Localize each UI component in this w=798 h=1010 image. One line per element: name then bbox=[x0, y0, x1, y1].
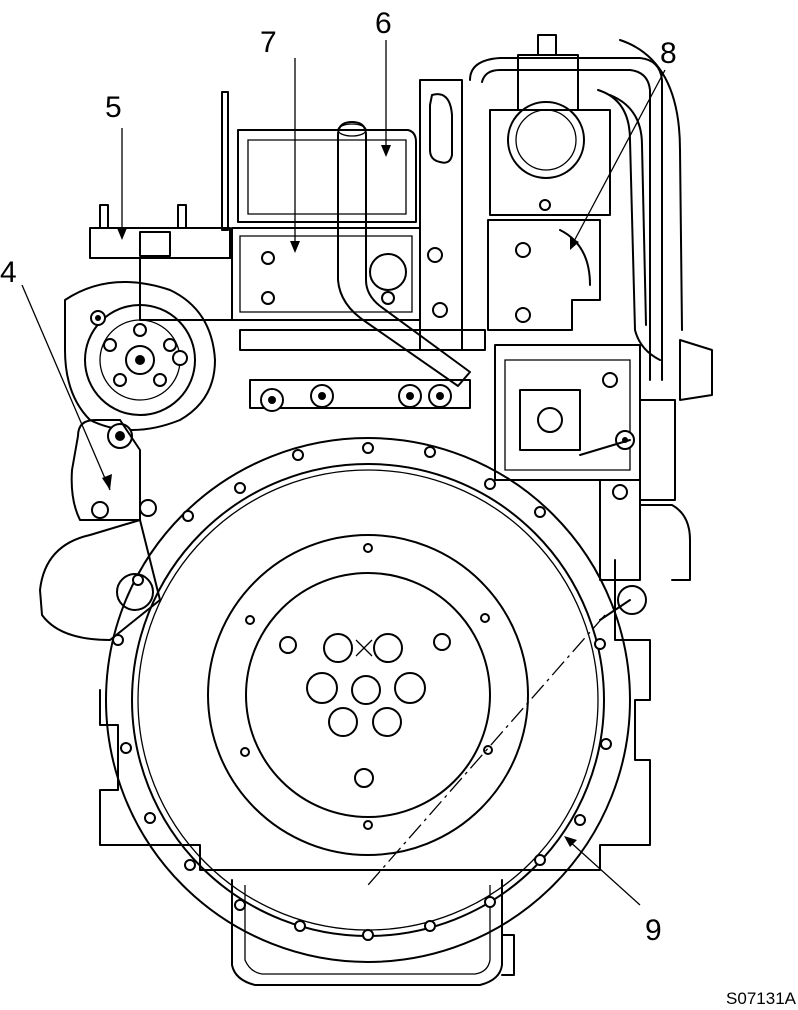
alternator-bracket bbox=[89, 204, 233, 321]
leader-4 bbox=[21, 284, 111, 491]
callout-labels: 4 5 6 7 8 9 bbox=[0, 7, 677, 947]
crankshaft-flange bbox=[279, 633, 451, 788]
callout-7: 7 bbox=[260, 26, 277, 59]
flywheel bbox=[207, 534, 529, 856]
figure-id: S07131A bbox=[726, 989, 797, 1008]
manifold-bolts bbox=[239, 329, 486, 412]
fuel-lines bbox=[469, 39, 683, 381]
injection-pump-bracket bbox=[487, 219, 601, 331]
arrow-6 bbox=[381, 145, 391, 157]
starter-motor bbox=[39, 519, 161, 641]
callout-4: 4 bbox=[0, 256, 17, 289]
timing-mark-line bbox=[367, 614, 606, 886]
injection-pump bbox=[494, 339, 713, 621]
leader-9 bbox=[567, 839, 641, 906]
callout-5: 5 bbox=[105, 91, 122, 124]
lifting-bracket bbox=[221, 79, 463, 351]
arrow-4 bbox=[102, 474, 112, 490]
housing-bolts bbox=[112, 442, 612, 941]
arrow-8 bbox=[570, 237, 579, 250]
engine-block bbox=[99, 559, 651, 986]
leader-lines bbox=[21, 40, 666, 906]
arrow-9 bbox=[564, 836, 577, 847]
callout-8: 8 bbox=[660, 37, 677, 70]
leader-8 bbox=[571, 69, 666, 246]
fuel-filter-head bbox=[489, 34, 611, 216]
cylinder-head-cover bbox=[237, 129, 417, 223]
callout-9: 9 bbox=[645, 914, 662, 947]
arrow-7 bbox=[290, 241, 300, 253]
alternator bbox=[64, 281, 216, 521]
arrow-5 bbox=[117, 228, 127, 240]
callout-6: 6 bbox=[375, 7, 392, 40]
intake-pipe bbox=[337, 121, 471, 387]
